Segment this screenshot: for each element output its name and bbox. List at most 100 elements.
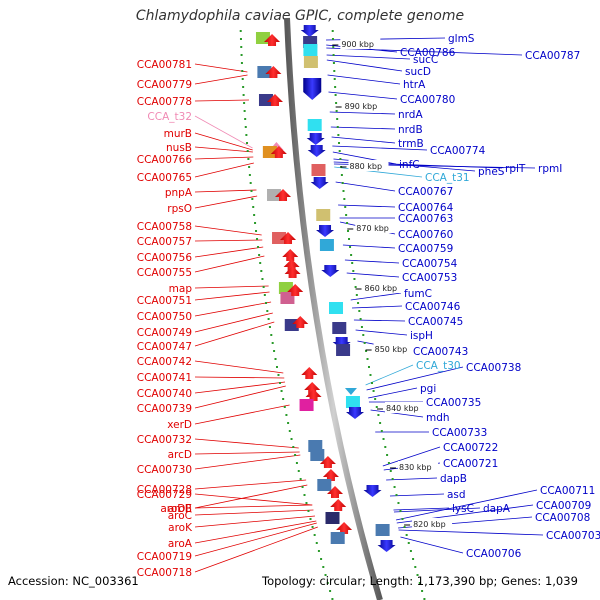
gene-arrow-forward[interactable] bbox=[332, 337, 351, 349]
right-label-htra[interactable]: htrA bbox=[403, 79, 426, 91]
right-label-cca-t30[interactable]: CCA_t30 bbox=[416, 360, 461, 372]
gene-arrow-forward[interactable] bbox=[346, 407, 365, 419]
gene-box-forward[interactable] bbox=[375, 524, 390, 536]
left-label-xerd[interactable]: xerD bbox=[167, 419, 192, 431]
gene-arrow-reverse[interactable] bbox=[301, 367, 318, 379]
gene-arrow-forward[interactable] bbox=[300, 25, 319, 37]
right-label-cca00754[interactable]: CCA00754 bbox=[402, 258, 458, 270]
gene-box-forward[interactable] bbox=[303, 56, 318, 68]
left-label-cca00765[interactable]: CCA00765 bbox=[137, 172, 192, 184]
right-label-nrdb[interactable]: nrdB bbox=[398, 124, 423, 136]
left-label-cca00741[interactable]: CCA00741 bbox=[137, 372, 192, 384]
gene-box-reverse[interactable] bbox=[325, 512, 340, 524]
right-label-rplt[interactable]: rplT bbox=[505, 163, 526, 175]
left-label-cca00757[interactable]: CCA00757 bbox=[137, 236, 192, 248]
right-label-cca00760[interactable]: CCA00760 bbox=[398, 229, 453, 241]
left-label-cca00756[interactable]: CCA00756 bbox=[137, 252, 193, 264]
left-label-arode[interactable]: aroDE bbox=[160, 503, 192, 515]
gene-arrow-reverse[interactable] bbox=[319, 456, 336, 468]
left-label-cca00729[interactable]: CCA00729 bbox=[137, 489, 192, 501]
left-label-murb[interactable]: murB bbox=[164, 128, 192, 140]
right-label-cca00786[interactable]: CCA00786 bbox=[400, 47, 456, 59]
right-label-asd[interactable]: asd bbox=[447, 489, 466, 501]
left-label-cca00718[interactable]: CCA00718 bbox=[137, 567, 192, 579]
right-label-glms[interactable]: glmS bbox=[448, 33, 475, 45]
gene-box-reverse[interactable] bbox=[267, 189, 282, 201]
gene-arrow-reverse[interactable] bbox=[284, 266, 301, 278]
right-label-cca00709[interactable]: CCA00709 bbox=[536, 500, 591, 512]
left-label-aroa[interactable]: aroA bbox=[168, 538, 193, 550]
gene-features[interactable] bbox=[255, 25, 396, 552]
right-label-dapa[interactable]: dapA bbox=[483, 503, 511, 515]
right-label-cca00763[interactable]: CCA00763 bbox=[398, 213, 453, 225]
left-label-map[interactable]: map bbox=[169, 283, 193, 295]
right-label-cca00767[interactable]: CCA00767 bbox=[398, 186, 453, 198]
right-label-cca00764[interactable]: CCA00764 bbox=[398, 202, 454, 214]
gene-arrow-reverse[interactable] bbox=[322, 469, 339, 481]
gene-box-reverse[interactable] bbox=[280, 292, 295, 304]
left-label-arob[interactable]: aroB bbox=[168, 503, 192, 515]
right-label-cca00735[interactable]: CCA00735 bbox=[426, 397, 481, 409]
gene-arrow-reverse[interactable] bbox=[336, 522, 353, 534]
right-label-sucd[interactable]: sucD bbox=[405, 66, 431, 78]
gene-box-reverse[interactable] bbox=[272, 232, 287, 244]
right-label-cca00722[interactable]: CCA00722 bbox=[443, 442, 498, 454]
right-label-infc[interactable]: infC bbox=[399, 159, 420, 171]
gene-arrow-forward[interactable] bbox=[316, 225, 335, 237]
right-label-cca00774[interactable]: CCA00774 bbox=[430, 145, 486, 157]
gene-box-forward[interactable] bbox=[303, 44, 318, 56]
left-label-rpso[interactable]: rpsO bbox=[167, 203, 192, 215]
gene-arrow-reverse[interactable] bbox=[327, 486, 344, 498]
left-label-cca-t32[interactable]: CCA_t32 bbox=[147, 111, 192, 123]
gene-box-forward[interactable] bbox=[319, 239, 334, 251]
right-label-fumc[interactable]: fumC bbox=[404, 288, 432, 300]
left-label-nusb[interactable]: nusB bbox=[166, 142, 192, 154]
gene-arrow-reverse[interactable] bbox=[304, 382, 321, 394]
right-label-cca00745[interactable]: CCA00745 bbox=[408, 316, 463, 328]
left-label-pnpa[interactable]: pnpA bbox=[165, 187, 193, 199]
gene-box-reverse[interactable] bbox=[255, 32, 270, 44]
right-label-rpmi[interactable]: rpmI bbox=[538, 163, 562, 175]
gene-box-reverse[interactable] bbox=[330, 532, 345, 544]
gene-box-forward[interactable] bbox=[332, 322, 347, 334]
right-label-cca00703[interactable]: CCA00703 bbox=[546, 530, 600, 542]
gene-arrow-reverse[interactable] bbox=[266, 94, 283, 106]
gene-box-forward[interactable] bbox=[329, 302, 344, 314]
gene-box-forward[interactable] bbox=[311, 164, 326, 176]
right-label-succ[interactable]: sucC bbox=[413, 54, 438, 66]
right-label-cca00706[interactable]: CCA00706 bbox=[466, 548, 522, 560]
gene-arrow-reverse[interactable] bbox=[283, 259, 300, 271]
right-label-cca00743[interactable]: CCA00743 bbox=[413, 346, 468, 358]
gene-box-reverse[interactable] bbox=[317, 479, 332, 491]
left-label-arok[interactable]: aroK bbox=[168, 522, 193, 534]
left-label-aroc[interactable]: aroC bbox=[168, 510, 192, 522]
gene-arrow-reverse[interactable] bbox=[287, 284, 304, 296]
left-label-cca00742[interactable]: CCA00742 bbox=[137, 356, 192, 368]
gene-box-reverse[interactable] bbox=[257, 66, 272, 78]
right-label-pgi[interactable]: pgi bbox=[420, 383, 436, 395]
right-label-cca-t31[interactable]: CCA_t31 bbox=[425, 172, 470, 184]
left-label-cca00758[interactable]: CCA00758 bbox=[137, 221, 192, 233]
right-label-mdh[interactable]: mdh bbox=[426, 412, 450, 424]
right-label-cca00711[interactable]: CCA00711 bbox=[540, 485, 595, 497]
gene-box-reverse[interactable] bbox=[310, 449, 325, 461]
gene-box-reverse[interactable] bbox=[258, 94, 273, 106]
gene-arrow-reverse[interactable] bbox=[280, 232, 297, 244]
gene-arrow-reverse[interactable] bbox=[282, 249, 299, 261]
gene-arrow-reverse[interactable] bbox=[292, 316, 309, 328]
left-label-cca00766[interactable]: CCA00766 bbox=[137, 154, 193, 166]
right-label-cca00787[interactable]: CCA00787 bbox=[525, 50, 580, 62]
gene-arrow-forward[interactable] bbox=[306, 133, 325, 145]
left-label-cca00750[interactable]: CCA00750 bbox=[137, 311, 192, 323]
right-label-phes[interactable]: pheS bbox=[478, 166, 505, 178]
gene-box-forward[interactable] bbox=[336, 344, 351, 356]
left-label-cca00751[interactable]: CCA00751 bbox=[137, 295, 192, 307]
gene-arrow-forward[interactable] bbox=[363, 485, 382, 497]
right-label-cca00721[interactable]: CCA00721 bbox=[443, 458, 498, 470]
gene-arrow-forward[interactable] bbox=[321, 265, 340, 277]
left-label-cca00732[interactable]: CCA00732 bbox=[137, 434, 192, 446]
left-label-arcd[interactable]: arcD bbox=[168, 449, 192, 461]
left-label-cca00749[interactable]: CCA00749 bbox=[137, 327, 192, 339]
